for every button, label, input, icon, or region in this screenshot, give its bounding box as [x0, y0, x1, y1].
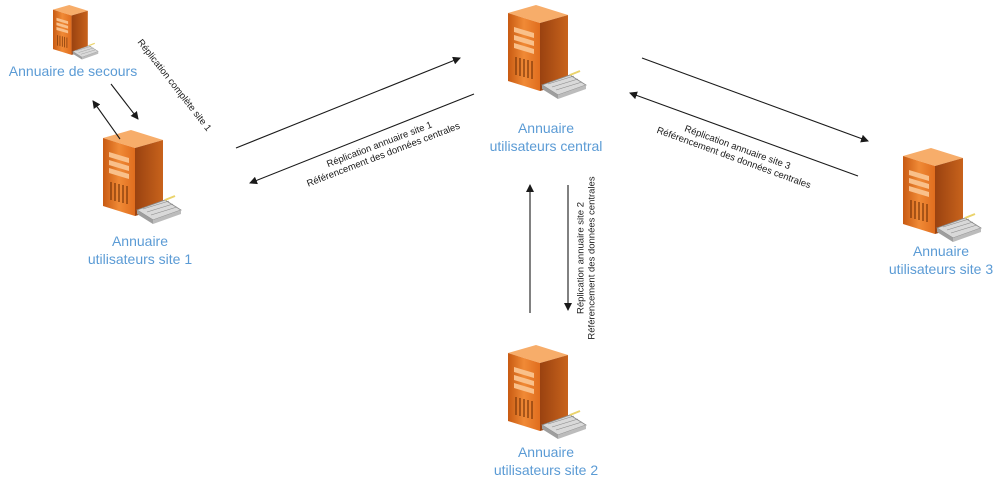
server-icon-site3: [902, 147, 982, 243]
node-label-central: Annuaire utilisateurs central: [466, 119, 626, 155]
site2-line2: utilisateurs site 2: [493, 462, 599, 478]
server-icon-central: [507, 4, 587, 100]
node-label-backup: Annuaire de secours: [0, 62, 146, 80]
site2-line1: Annuaire: [517, 444, 575, 460]
server-icon-site2: [507, 344, 587, 440]
site1-line2: utilisateurs site 1: [87, 251, 193, 267]
site2-central-line1: Réplication annuaire site 2: [575, 202, 587, 314]
node-label-site2: Annuaire utilisateurs site 2: [466, 443, 626, 479]
site3-line2: utilisateurs site 3: [888, 261, 994, 277]
node-label-site3: Annuaire utilisateurs site 3: [866, 242, 1008, 278]
edge-label-site2-central: Réplication annuaire site 2 Référencemen…: [576, 166, 598, 351]
server-icon-backup: [52, 4, 99, 61]
arrow-site3-to-central: [629, 91, 859, 177]
arrow-backup-to-site1: [110, 83, 139, 120]
node-label-site1: Annuaire utilisateurs site 1: [60, 232, 220, 268]
central-line1: Annuaire: [517, 120, 575, 136]
server-icon-site1: [102, 129, 182, 225]
arrow-central-to-site3: [641, 57, 869, 143]
arrow-site1-to-central: [235, 56, 461, 149]
site1-line1: Annuaire: [111, 233, 169, 249]
site2-central-line2: Référencement des données centrales: [586, 176, 598, 340]
central-line2: utilisateurs central: [489, 138, 603, 154]
arrow-central-to-site1: [249, 93, 475, 185]
backup-line1: Annuaire de secours: [8, 63, 138, 79]
site3-line1: Annuaire: [912, 243, 970, 259]
arrow-site1-to-backup: [92, 100, 121, 140]
